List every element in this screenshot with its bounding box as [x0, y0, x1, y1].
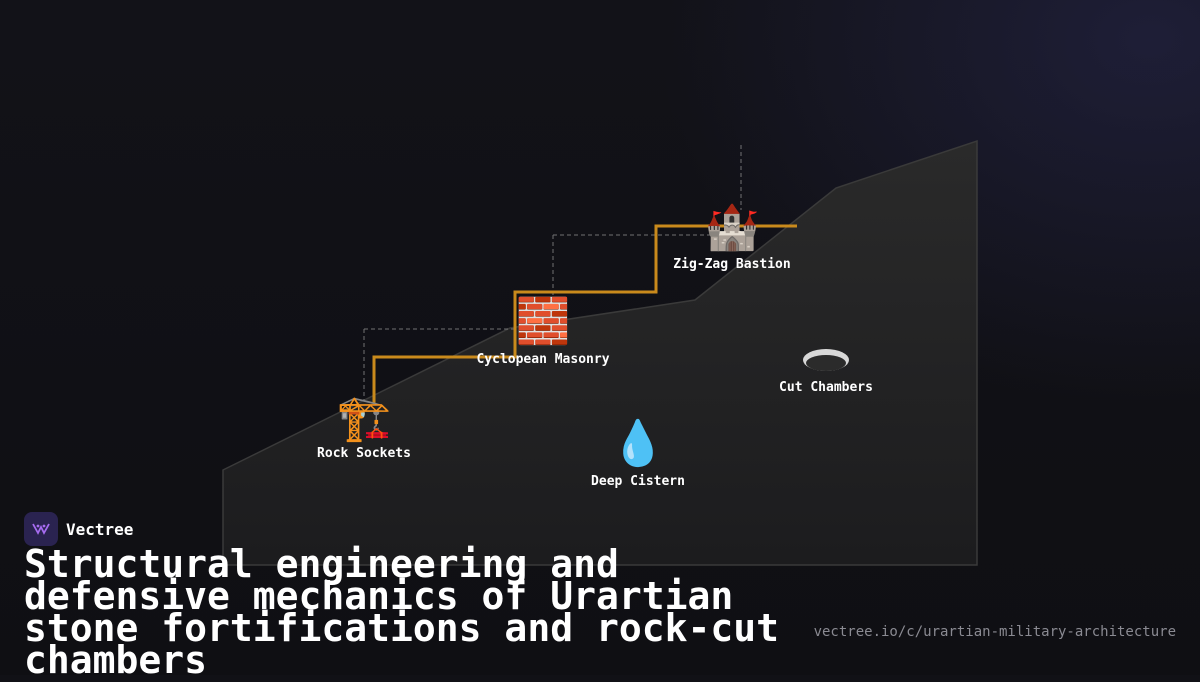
brand-name: Vectree	[66, 519, 134, 539]
node-label-zig-zag-bastion: Zig-Zag Bastion	[673, 257, 791, 272]
water-drop-icon: 💧	[610, 418, 666, 469]
node-label-cyclopean-masonry: Cyclopean Masonry	[476, 352, 610, 367]
ascent-path	[372, 224, 797, 403]
cut-chambers-icon	[803, 349, 849, 371]
source-url[interactable]: vectree.io/c/urartian-military-architect…	[813, 624, 1176, 640]
node-label-cut-chambers: Cut Chambers	[779, 380, 873, 395]
node-label-deep-cistern: Deep Cistern	[591, 474, 685, 489]
brick-icon: 🧱	[515, 296, 571, 347]
vectree-logo-icon	[24, 512, 58, 546]
guide-lines	[363, 145, 742, 400]
construction-crane-icon: 🏗️	[336, 393, 392, 444]
brand[interactable]: Vectree	[24, 512, 133, 546]
castle-icon: 🏰	[704, 202, 760, 253]
mountain-slope	[222, 139, 978, 566]
node-label-rock-sockets: Rock Sockets	[317, 446, 411, 461]
page-title: Structural engineering and defensive mec…	[24, 542, 779, 682]
